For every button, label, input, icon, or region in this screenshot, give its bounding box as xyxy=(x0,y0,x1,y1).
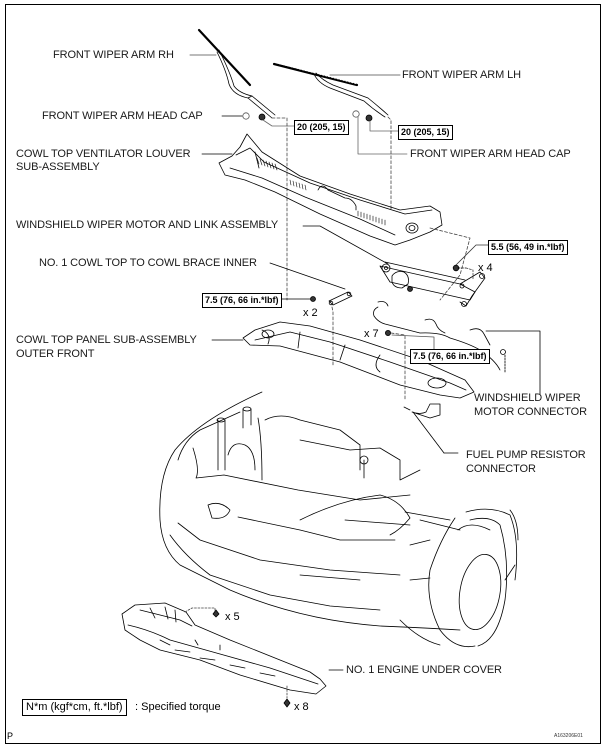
page-mark: P xyxy=(7,731,14,741)
qty-cowl-panel-bolts: x 7 xyxy=(364,328,379,340)
qty-wiper-motor-bolts: x 4 xyxy=(478,262,493,274)
label-fuel-pump-line2: CONNECTOR xyxy=(466,463,536,475)
engine-under-cover-part xyxy=(121,602,327,695)
label-wiper-connector-line1: WINDSHIELD WIPER xyxy=(474,392,581,404)
wiper-arm-rh xyxy=(197,28,276,119)
qty-under-cover-screws: x 8 xyxy=(294,701,309,713)
label-cowl-louver-line1: COWL TOP VENTILATOR LOUVER xyxy=(16,148,191,160)
torque-cowl-brace: 7.5 (76, 66 in.*lbf) xyxy=(202,293,282,308)
cowl-louver-part xyxy=(218,133,443,246)
legend-description: : Specified torque xyxy=(135,701,221,713)
label-wiper-connector-line2: MOTOR CONNECTOR xyxy=(474,406,587,418)
wiper-arm-lh xyxy=(272,62,389,118)
wiper-motor-link-part xyxy=(379,261,486,307)
qty-cowl-brace-bolts: x 2 xyxy=(303,307,318,319)
diagram-frame xyxy=(5,4,601,744)
front-wheel xyxy=(399,508,519,648)
label-cowl-panel-line1: COWL TOP PANEL SUB-ASSEMBLY xyxy=(16,334,197,346)
label-front-wiper-arm-rh: FRONT WIPER ARM RH xyxy=(53,49,174,61)
torque-wiper-arm-rh: 20 (205, 15) xyxy=(294,120,349,135)
torque-cowl-panel: 7.5 (76, 66 in.*lbf) xyxy=(410,349,490,364)
label-cowl-brace: NO. 1 COWL TOP TO COWL BRACE INNER xyxy=(39,257,257,269)
torque-wiper-arm-lh: 20 (205, 15) xyxy=(398,125,453,140)
label-head-cap-right: FRONT WIPER ARM HEAD CAP xyxy=(410,148,571,160)
label-front-wiper-arm-lh: FRONT WIPER ARM LH xyxy=(402,69,522,81)
label-cowl-louver-line2: SUB-ASSEMBLY xyxy=(16,161,100,173)
car-front-body xyxy=(159,391,461,631)
cowl-panel-part xyxy=(242,321,475,399)
qty-under-cover-clips: x 5 xyxy=(225,611,240,623)
label-wiper-motor-link: WINDSHIELD WIPER MOTOR AND LINK ASSEMBLY xyxy=(16,219,279,231)
label-fuel-pump-line1: FUEL PUMP RESISTOR xyxy=(466,449,586,461)
label-head-cap-left: FRONT WIPER ARM HEAD CAP xyxy=(42,110,203,122)
cowl-brace-part xyxy=(328,291,353,306)
torque-wiper-motor: 5.5 (56, 49 in.*lbf) xyxy=(488,240,568,255)
label-cowl-panel-line2: OUTER FRONT xyxy=(16,348,95,360)
label-engine-under-cover: NO. 1 ENGINE UNDER COVER xyxy=(346,664,502,676)
figure-code: A163206E01 xyxy=(554,733,583,739)
legend-unit-box: N*m (kgf*cm, ft.*lbf) xyxy=(22,699,127,716)
